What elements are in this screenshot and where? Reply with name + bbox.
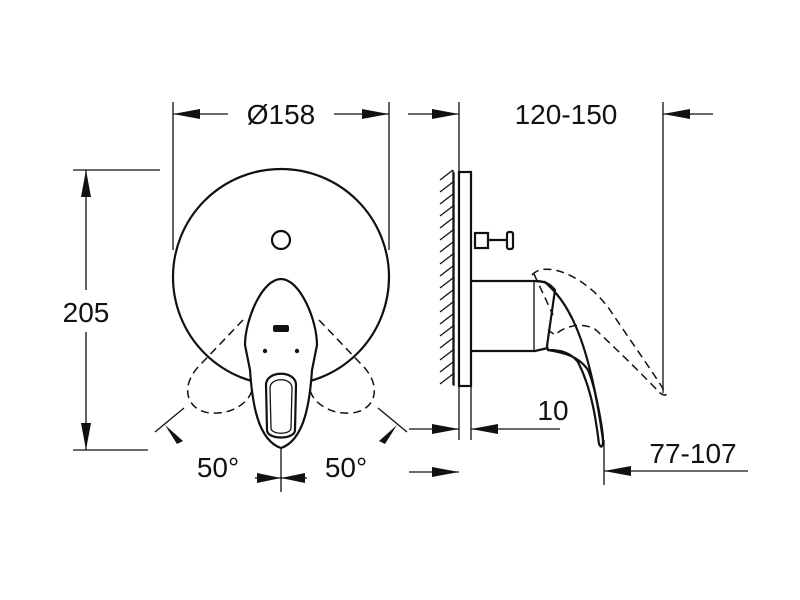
side-view: 120-150 10 77-107 bbox=[408, 99, 748, 485]
mixer-body bbox=[472, 279, 549, 353]
diameter-label: Ø158 bbox=[247, 99, 316, 130]
angle-left-label: 50° bbox=[197, 452, 239, 483]
side-plate bbox=[457, 170, 473, 388]
projection-dimension: 120-150 bbox=[408, 99, 713, 440]
projection-label: 120-150 bbox=[515, 99, 618, 130]
lever-raised-position bbox=[531, 268, 667, 396]
lever-handle bbox=[243, 277, 319, 450]
diverter-hole bbox=[270, 229, 292, 251]
angle-right-label: 50° bbox=[325, 452, 367, 483]
height-dimension: 205 bbox=[63, 169, 160, 451]
lever-grip bbox=[264, 372, 298, 439]
lever-depth-label: 77-107 bbox=[649, 438, 736, 469]
plate-offset-label: 10 bbox=[537, 395, 568, 426]
lever-depth-dimension: 77-107 bbox=[409, 438, 748, 485]
front-view: Ø158 205 bbox=[63, 99, 408, 492]
wall-hatching bbox=[439, 169, 454, 385]
angle-dimension: 50° 50° bbox=[154, 407, 408, 492]
diameter-dimension: Ø158 bbox=[172, 99, 390, 250]
diverter-knob bbox=[473, 230, 515, 251]
height-label: 205 bbox=[63, 297, 110, 328]
logo-mark bbox=[273, 325, 289, 332]
plate-offset-dimension: 10 bbox=[409, 386, 569, 440]
